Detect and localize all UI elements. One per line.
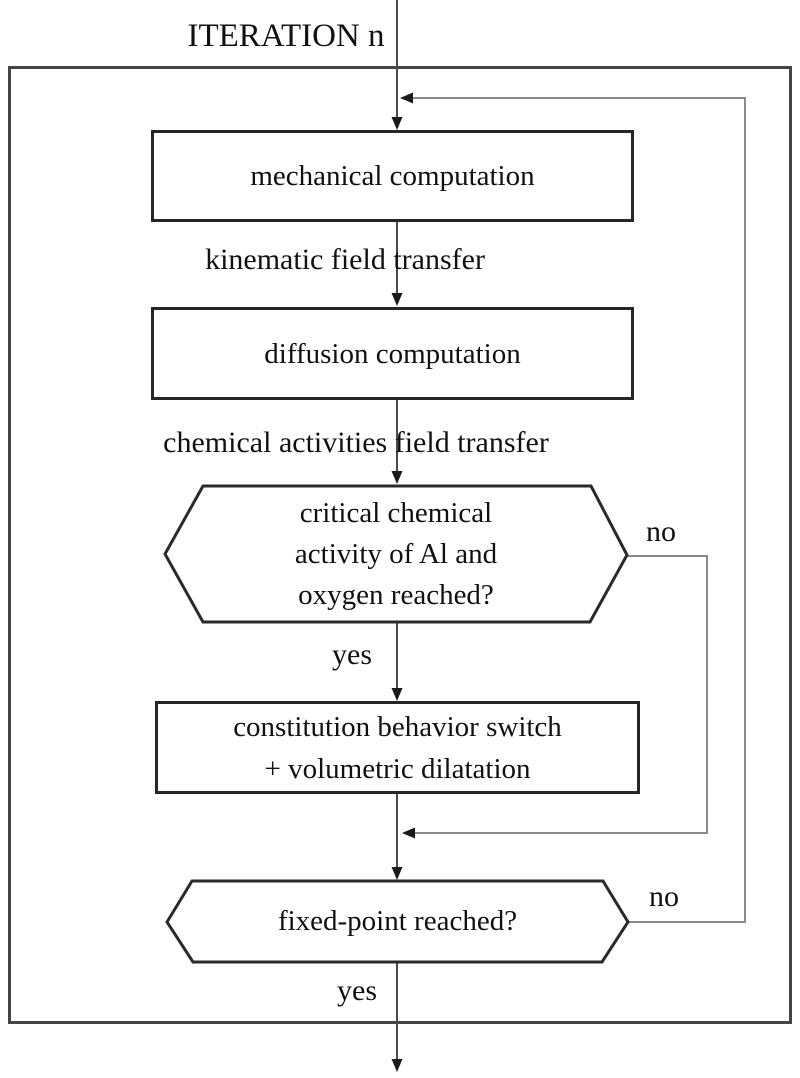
left-arrowheads [400, 92, 415, 839]
node-mechanical-computation: mechanical computation [151, 130, 634, 222]
arrowhead-into-diffusion-icon [391, 293, 403, 306]
down-arrowheads [391, 117, 403, 1072]
decision2-label: fixed-point reached? [277, 905, 518, 937]
edge-label-chemical-transfer: chemical activities field transfer [163, 426, 549, 459]
decision-hexagon-critical-activity [163, 484, 629, 624]
arrowhead-no1-merge-icon [402, 827, 415, 839]
branch-label-no-decision2: no [649, 880, 679, 913]
arrowhead-into-constitution-icon [391, 688, 403, 701]
node-diffusion-label: diffusion computation [264, 337, 521, 370]
decision-critical-activity-text: critical chemical activity of Al and oxy… [200, 491, 592, 618]
node-constitution-switch: constitution behavior switch + volumetri… [155, 701, 640, 794]
decision1-line-2: activity of Al and [294, 538, 498, 570]
decision1-line-3: oxygen reached? [298, 579, 494, 611]
iteration-loop-frame [8, 66, 792, 1024]
node-constitution-label: constitution behavior switch + volumetri… [233, 706, 562, 790]
arrowhead-exit-icon [391, 1059, 403, 1072]
constitution-line-2: + volumetric dilatation [264, 752, 531, 785]
decision-hexagon-fixed-point [165, 879, 630, 964]
arrowhead-loop-return-icon [400, 92, 413, 104]
branch-label-yes-decision1: yes [332, 638, 372, 671]
arrowhead-into-decision2-icon [391, 867, 403, 880]
branch-label-yes-decision2: yes [337, 974, 377, 1007]
constitution-line-1: constitution behavior switch [233, 710, 562, 743]
node-diffusion-computation: diffusion computation [151, 307, 634, 400]
edge-label-kinematic-transfer: kinematic field transfer [205, 243, 485, 276]
decision-fixed-point-text: fixed-point reached? [190, 881, 605, 962]
arrowhead-into-decision1-icon [391, 471, 403, 484]
no-branch-decision1-line [412, 555, 708, 834]
node-mechanical-label: mechanical computation [250, 160, 535, 192]
branch-label-no-decision1: no [646, 515, 676, 548]
arrowhead-into-mechanical-icon [391, 117, 403, 130]
no-branch-decision2-return-line [410, 97, 746, 923]
iteration-title: ITERATION n [187, 18, 385, 54]
decision1-line-1: critical chemical [299, 497, 493, 529]
